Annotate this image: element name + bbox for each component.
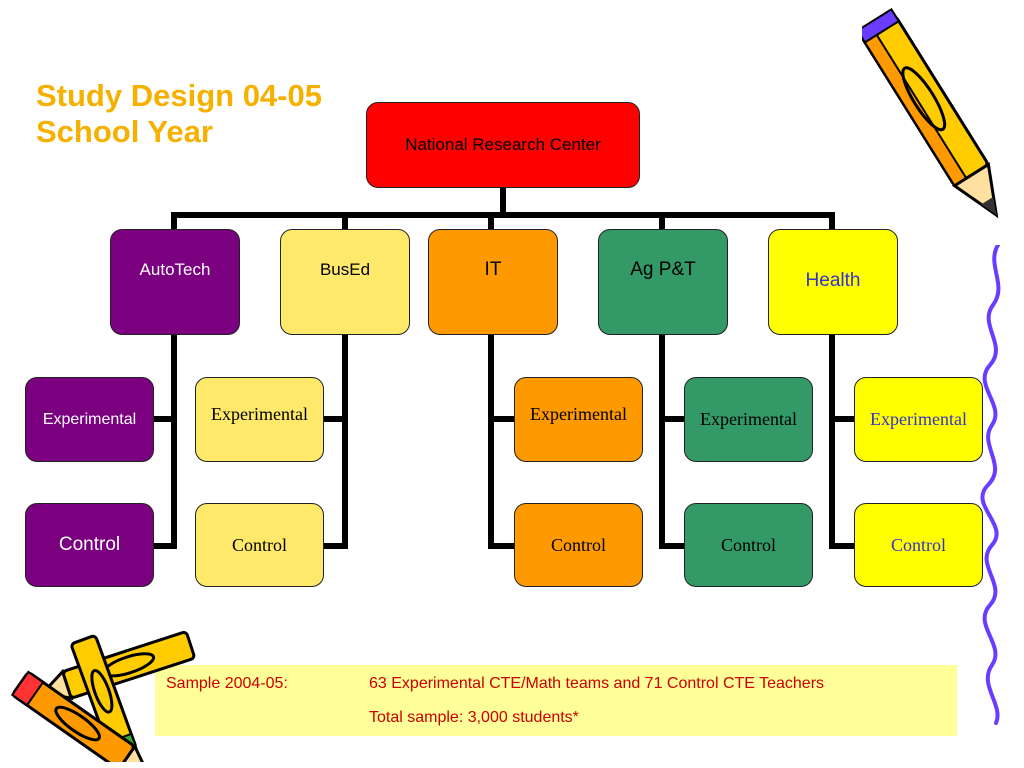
connector-autotech-ctrl (152, 543, 177, 549)
program-node-autotech: AutoTech (110, 229, 240, 335)
it-experimental-label: Experimental (530, 404, 627, 424)
connector-bused-exp (322, 416, 348, 422)
program-node-agpt: Ag P&T (598, 229, 728, 335)
agpt-experimental-node: Experimental (684, 377, 813, 462)
connector-agpt-vertical (659, 334, 665, 549)
program-node-health: Health (768, 229, 898, 335)
sample-line-teams: 63 Experimental CTE/Math teams and 71 Co… (369, 675, 825, 692)
connector-it-ctrl (488, 543, 516, 549)
sample-info-box: Sample 2004-05: 63 Experimental CTE/Math… (155, 665, 957, 736)
autotech-experimental-node: Experimental (25, 377, 154, 462)
program-label-it: IT (484, 259, 502, 280)
bused-control-node: Control (195, 503, 324, 587)
slide-title: Study Design 04-05 School Year (36, 78, 322, 149)
connector-autotech (171, 212, 177, 232)
it-control-node: Control (514, 503, 643, 587)
root-node-label: National Research Center (405, 135, 601, 154)
program-label-bused: BusEd (319, 260, 371, 279)
autotech-control-label: Control (58, 534, 121, 555)
connector-agpt-exp (659, 416, 686, 422)
connector-it (488, 212, 494, 232)
crossed-pencils-icon (10, 631, 196, 762)
program-node-it: IT (428, 229, 558, 335)
connector-bused (342, 212, 348, 232)
connector-root-stem (500, 188, 506, 216)
connector-health (829, 212, 835, 232)
health-control-node: Control (854, 503, 983, 587)
bused-experimental-node: Experimental (195, 377, 324, 462)
bused-control-label: Control (231, 534, 287, 555)
connector-autotech-exp (152, 416, 177, 422)
bused-experimental-label: Experimental (211, 404, 308, 424)
connector-bused-ctrl (322, 543, 348, 549)
connector-health-exp (829, 416, 856, 422)
connector-health-vertical (829, 334, 835, 549)
agpt-control-node: Control (684, 503, 813, 587)
program-label-health: Health (805, 270, 861, 291)
sample-line-total: Total sample: 3,000 students* (369, 709, 579, 726)
connector-autotech-vertical (171, 334, 177, 549)
connector-health-ctrl (829, 543, 856, 549)
health-experimental-node: Experimental (854, 377, 983, 462)
health-experimental-label: Experimental (870, 409, 967, 429)
it-control-label: Control (550, 534, 606, 555)
health-control-label: Control (890, 534, 946, 555)
autotech-experimental-label: Experimental (42, 410, 137, 428)
sample-label: Sample 2004-05: (166, 675, 288, 692)
program-node-bused: BusEd (280, 229, 410, 335)
program-label-agpt: Ag P&T (630, 259, 696, 280)
agpt-experimental-label: Experimental (700, 409, 797, 429)
connector-horizontal-bar (171, 212, 835, 218)
agpt-control-label: Control (720, 534, 776, 555)
squiggle-decoration-icon (980, 245, 1001, 725)
it-experimental-node: Experimental (514, 377, 643, 462)
connector-bused-vertical (342, 334, 348, 549)
pencil-icon (862, 7, 999, 219)
connector-agpt (659, 212, 665, 232)
connector-agpt-ctrl (659, 543, 686, 549)
program-label-autotech: AutoTech (139, 260, 211, 279)
connector-it-exp (488, 416, 516, 422)
connector-it-vertical (488, 334, 494, 549)
autotech-control-node: Control (25, 503, 154, 587)
root-node-national-research-center: National Research Center (366, 102, 640, 188)
